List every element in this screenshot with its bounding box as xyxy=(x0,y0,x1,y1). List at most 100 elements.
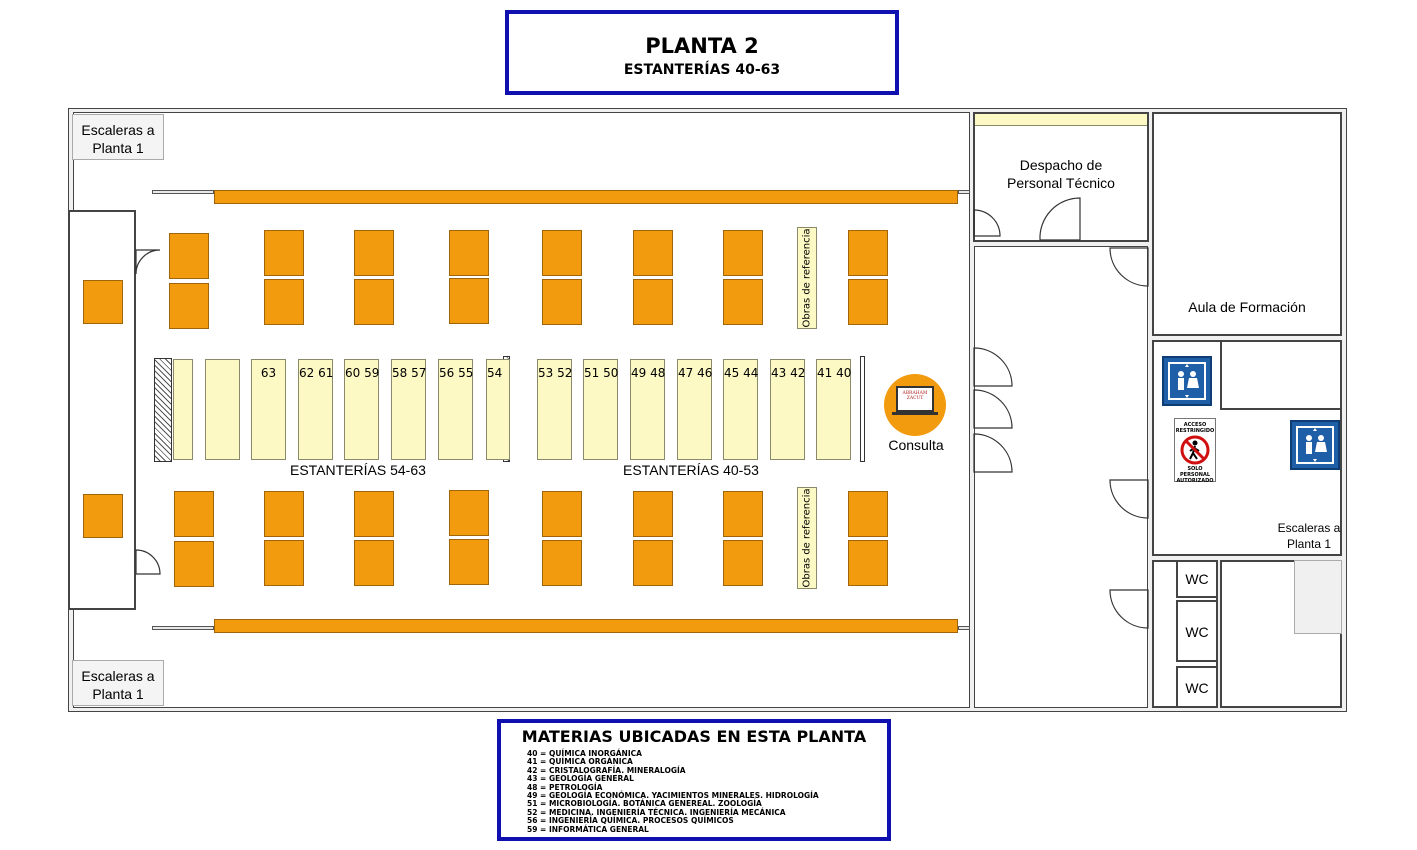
shelf-unit[interactable]: 60 59 xyxy=(344,359,379,460)
office-label: Despacho de Personal Técnico xyxy=(975,156,1147,192)
reading-table xyxy=(264,230,304,276)
shelf-unit[interactable]: 51 50 xyxy=(583,359,618,460)
no-entry-icon xyxy=(1180,435,1210,465)
corridor xyxy=(974,246,1148,708)
reading-table xyxy=(174,491,214,537)
training-room-label: Aula de Formación xyxy=(1188,299,1306,315)
reading-table xyxy=(264,491,304,537)
office-window xyxy=(975,114,1147,126)
rail-cap-bottom-right xyxy=(958,626,970,630)
reading-table xyxy=(723,230,763,276)
reading-table xyxy=(542,491,582,537)
laptop-base xyxy=(892,412,938,415)
restricted-sign-top-2: RESTRINGIDO xyxy=(1175,428,1215,434)
shelf-unit[interactable] xyxy=(173,359,193,460)
reading-table xyxy=(449,539,489,585)
section-label-left: ESTANTERÍAS 54-63 xyxy=(290,462,426,478)
door-hall xyxy=(1109,479,1149,519)
consult-logo-line1: ABRAHAM xyxy=(902,391,928,396)
section-label-right: ESTANTERÍAS 40-53 xyxy=(623,462,759,478)
shelf-unit[interactable]: 54 xyxy=(486,359,510,460)
reading-table xyxy=(354,491,394,537)
stairs-right[interactable]: Escaleras a Planta 1 xyxy=(1266,520,1352,552)
consult-logo-line2: ZACUT xyxy=(906,396,924,401)
door-left-top xyxy=(135,249,161,275)
stairs-top-left[interactable]: Escaleras a Planta 1 xyxy=(72,114,164,160)
shelf-unit[interactable]: 43 42 xyxy=(770,359,805,460)
stairs-right-area xyxy=(1294,560,1342,634)
shelf-unit[interactable]: 49 48 xyxy=(630,359,665,460)
small-room xyxy=(1220,340,1342,410)
reading-table xyxy=(354,540,394,586)
reading-table xyxy=(449,230,489,276)
reading-table xyxy=(848,540,888,586)
rail-top xyxy=(214,190,958,204)
reading-table xyxy=(542,279,582,325)
shelf-unit[interactable]: 62 61 xyxy=(298,359,333,460)
stairs-top-left-line2: Planta 1 xyxy=(92,140,144,156)
reading-table xyxy=(169,233,209,279)
reading-table xyxy=(633,230,673,276)
shelf-unit[interactable] xyxy=(205,359,240,460)
reference-shelf-bottom: Obras de referencia xyxy=(797,487,817,589)
shelf-unit[interactable]: 41 40 xyxy=(816,359,851,460)
subjects-legend: MATERIAS UBICADAS EN ESTA PLANTA 40 = QU… xyxy=(497,719,891,841)
reading-table xyxy=(449,278,489,324)
training-room xyxy=(1152,112,1342,336)
shelf-unit[interactable]: 56 55 xyxy=(438,359,473,460)
reading-table xyxy=(633,540,673,586)
legend-item: 59 = INFORMÁTICA GENERAL xyxy=(527,824,649,834)
elevator-1 xyxy=(1162,356,1212,406)
legend-item: 40 = QUÍMICA INORGÁNICA xyxy=(527,749,642,758)
legend-item: 43 = GEOLOGÍA GENERAL xyxy=(527,774,634,784)
stairs-bottom-left-line2: Planta 1 xyxy=(92,686,144,702)
door-corridor-2 xyxy=(973,389,1013,429)
rail-cap-top-left xyxy=(152,190,214,194)
reading-table xyxy=(633,491,673,537)
legend-item: 48 = PETROLOGÍA xyxy=(527,782,603,792)
rail-bottom xyxy=(214,619,958,633)
shelf-unit[interactable]: 53 52 xyxy=(537,359,572,460)
rail-cap-top-right xyxy=(958,190,970,194)
shelf-unit[interactable]: 58 57 xyxy=(391,359,426,460)
door-training xyxy=(1109,247,1149,287)
reading-table xyxy=(264,279,304,325)
elevator-2 xyxy=(1290,420,1340,470)
left-wing xyxy=(68,210,136,610)
reading-table xyxy=(542,540,582,586)
door-corridor-3 xyxy=(973,433,1013,473)
reading-table xyxy=(354,230,394,276)
reading-table xyxy=(542,230,582,276)
stairs-top-left-line1: Escaleras a xyxy=(81,122,155,138)
reading-table xyxy=(449,490,489,536)
legend-item: 56 = INGENIERÍA QUÍMICA. PROCESOS QUÍMIC… xyxy=(527,816,734,826)
door-wc xyxy=(1109,589,1149,629)
floor-shelves-subtitle: ESTANTERÍAS 40-63 xyxy=(623,62,781,78)
stairs-bottom-left[interactable]: Escaleras a Planta 1 xyxy=(72,660,164,706)
legend-item: 51 = MICROBIOLOGÍA. BOTÁNICA GENEREAL. Z… xyxy=(527,799,762,809)
reference-shelf-top: Obras de referencia xyxy=(797,227,817,329)
elevator-icon xyxy=(1296,426,1334,464)
wc-2: WC xyxy=(1176,600,1218,662)
reading-table xyxy=(633,279,673,325)
left-wing-table-top xyxy=(83,280,123,324)
legend-item: 42 = CRISTALOGRAFÍA. MINERALOGÍA xyxy=(527,765,686,775)
shelf-unit[interactable]: 63 xyxy=(251,359,286,460)
door-corridor-1 xyxy=(973,347,1013,387)
stairs-bottom-left-line1: Escaleras a xyxy=(81,668,155,684)
reading-table xyxy=(723,279,763,325)
reading-table xyxy=(723,491,763,537)
shelf-unit[interactable]: 47 46 xyxy=(677,359,712,460)
restricted-access-sign: ACCESO RESTRINGIDO SOLO PERSONAL AUTORIZ… xyxy=(1174,418,1216,484)
wc-1: WC xyxy=(1176,560,1218,598)
reading-table xyxy=(169,283,209,329)
shelf-unit[interactable]: 45 44 xyxy=(723,359,758,460)
door-left-bottom xyxy=(135,549,161,575)
consult-terminal[interactable]: ABRAHAM ZACUT xyxy=(884,374,946,436)
reading-table xyxy=(354,279,394,325)
rail-cap-bottom-left xyxy=(152,626,214,630)
legend-heading: MATERIAS UBICADAS EN ESTA PLANTA xyxy=(521,727,867,746)
office-label-line1: Despacho de xyxy=(1019,157,1103,173)
bookend-right xyxy=(860,356,865,462)
